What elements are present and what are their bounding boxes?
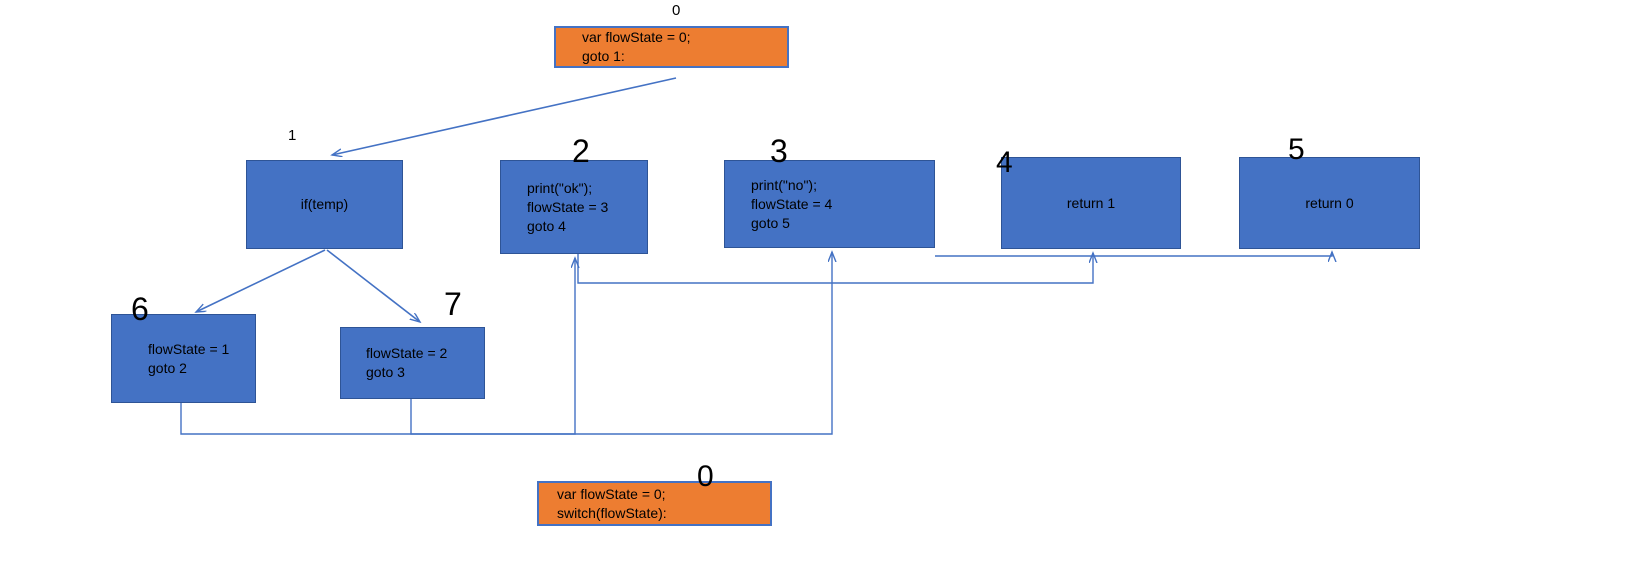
node-6[interactable]: flowState = 1 goto 2 (111, 314, 256, 403)
edge-n3-to-n5 (935, 252, 1332, 256)
node-5[interactable]: return 0 (1239, 157, 1420, 249)
node-6-line-1: goto 2 (148, 359, 187, 376)
node-1[interactable]: if(temp) (246, 160, 403, 249)
node-4-line-0: return 1 (1066, 194, 1116, 211)
node-7-line-0: flowState = 2 (366, 345, 448, 361)
node-3-line-2: goto 5 (751, 214, 790, 231)
node-label-top-0: 0 (672, 2, 681, 19)
node-top-0-line-1: goto 1: (582, 48, 625, 64)
node-label-6: 6 (131, 291, 149, 327)
edge-n1-to-n6 (196, 249, 326, 312)
edge-n2-to-n4 (577, 253, 1093, 284)
node-7-line-1: goto 3 (366, 364, 405, 380)
node-2-line-0: print("ok"); (527, 179, 593, 196)
node-label-1: 1 (288, 127, 297, 144)
node-top-0[interactable]: var flowState = 0; goto 1: (554, 26, 789, 68)
node-2-line-1: flowState = 3 (527, 198, 609, 215)
edge-n1-to-n7 (326, 249, 420, 322)
node-label-5: 5 (1288, 133, 1305, 166)
node-7[interactable]: flowState = 2 goto 3 (340, 327, 485, 399)
node-3-line-0: print("no"); (751, 176, 817, 193)
node-2[interactable]: print("ok"); flowState = 3 goto 4 (500, 160, 648, 254)
node-bottom-0-line-0: var flowState = 0; (557, 485, 666, 502)
node-bottom-0-line-1: switch(flowState): (557, 504, 667, 521)
node-label-bottom-0: 0 (697, 460, 714, 493)
node-3[interactable]: print("no"); flowState = 4 goto 5 (724, 160, 935, 248)
node-6-line-0: flowState = 1 (148, 340, 230, 357)
node-top-0-line-0: var flowState = 0; (582, 29, 691, 45)
node-1-line-0: if(temp) (300, 196, 349, 212)
node-4[interactable]: return 1 (1001, 157, 1181, 249)
node-label-7: 7 (444, 286, 462, 322)
edge-top0-to-n1 (332, 77, 677, 155)
node-label-4: 4 (996, 146, 1013, 179)
node-2-line-2: goto 4 (527, 217, 566, 234)
node-3-line-1: flowState = 4 (751, 195, 833, 212)
node-5-line-0: return 0 (1305, 194, 1354, 211)
node-bottom-0[interactable]: var flowState = 0; switch(flowState): (537, 481, 772, 526)
node-label-3: 3 (770, 133, 788, 169)
node-label-2: 2 (572, 133, 590, 169)
